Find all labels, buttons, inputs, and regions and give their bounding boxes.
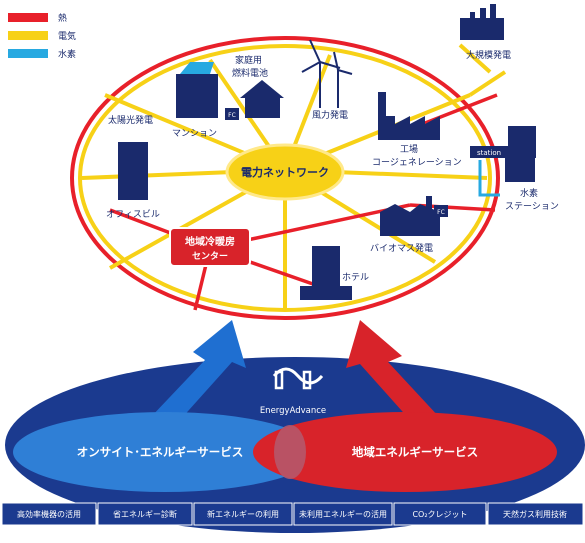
hotel-label: ホテル [342, 272, 369, 283]
bottom-box-1 [1, 502, 97, 526]
legend-swatch-electricity [8, 31, 48, 40]
power-network-node [225, 143, 345, 201]
arrow-right [346, 320, 440, 420]
bottom-box-6-label: 天然ガス利用技術 [503, 509, 567, 519]
bottom-service-strip: 高効率機器の活用 省エネルギー診断 新エネルギーの利用 未利用エネルギーの活用 … [1, 502, 584, 526]
hydrogen-label-1: 水素 [520, 187, 538, 199]
onsite-service-label: オンサイト･エネルギーサービス [77, 445, 244, 459]
arrow-left [150, 320, 246, 420]
legend-swatch-hydrogen [8, 49, 48, 58]
hotel-icon [300, 246, 352, 300]
apartment-icon [176, 62, 218, 118]
service-overlap [274, 425, 306, 479]
factory-label-1: 工場 [400, 143, 418, 155]
district-center-line2: センター [192, 250, 228, 262]
legend: 熱 電気 水素 [8, 12, 76, 60]
bottom-box-1-label: 高効率機器の活用 [17, 509, 81, 519]
bottom-box-2-label: 省エネルギー診断 [113, 509, 177, 519]
onsite-service-ellipse [13, 412, 317, 492]
regional-service-label: 地域エネルギーサービス [352, 445, 478, 459]
office-label: オフィスビル [106, 209, 160, 220]
bottom-box-5 [393, 502, 487, 526]
power-network-label: 電力ネットワーク [241, 165, 329, 179]
legend-label-hydrogen: 水素 [58, 48, 76, 60]
bottom-box-5-label: CO₂クレジット [412, 510, 467, 519]
house-icon [240, 80, 284, 118]
factory-label-2: コージェネレーション [372, 157, 462, 168]
bottom-box-2 [97, 502, 193, 526]
hydrogen-station-sign: station [477, 149, 501, 157]
bottom-box-3 [193, 502, 293, 526]
hydrogen-label-2: ステーション [505, 201, 559, 212]
mansion-label: マンション [172, 129, 217, 139]
hydrogen-line [478, 160, 500, 197]
fc-tag-home [225, 108, 239, 120]
bottom-box-4 [293, 502, 393, 526]
regional-service-ellipse [253, 412, 557, 492]
district-center-line1: 地域冷暖房 [185, 235, 235, 248]
office-building-icon [118, 142, 148, 200]
fc-tag-biomass [434, 205, 448, 217]
fc-tag-biomass-label: FC [437, 209, 445, 216]
factory-icon [378, 92, 440, 140]
energyadvance-logo [272, 367, 324, 390]
bottom-box-6 [487, 502, 584, 526]
home-fuel-cell-label-2: 燃料電池 [232, 67, 268, 79]
biomass-label: バイオマス発電 [370, 242, 433, 254]
legend-swatch-heat [8, 13, 48, 22]
legend-label-electricity: 電気 [58, 30, 76, 42]
solar-label: 太陽光発電 [108, 114, 153, 126]
legend-label-heat: 熱 [58, 12, 67, 24]
bottom-box-3-label: 新エネルギーの利用 [207, 509, 279, 519]
large-power-plant-icon [460, 4, 504, 40]
bottom-box-4-label: 未利用エネルギーの活用 [299, 509, 387, 519]
biomass-plant-icon [380, 196, 440, 236]
fc-tag-home-label: FC [228, 112, 236, 119]
wind-turbine-icon [301, 39, 353, 108]
energyadvance-logo-icon [272, 367, 324, 385]
wind-label: 風力発電 [312, 109, 348, 121]
large-power-plant-label: 大規模発電 [466, 49, 511, 61]
brand-name: EnergyAdvance [260, 406, 326, 416]
district-heating-center [169, 227, 251, 267]
hydrogen-station-icon [470, 126, 536, 182]
home-fuel-cell-label-1: 家庭用 [235, 54, 262, 66]
